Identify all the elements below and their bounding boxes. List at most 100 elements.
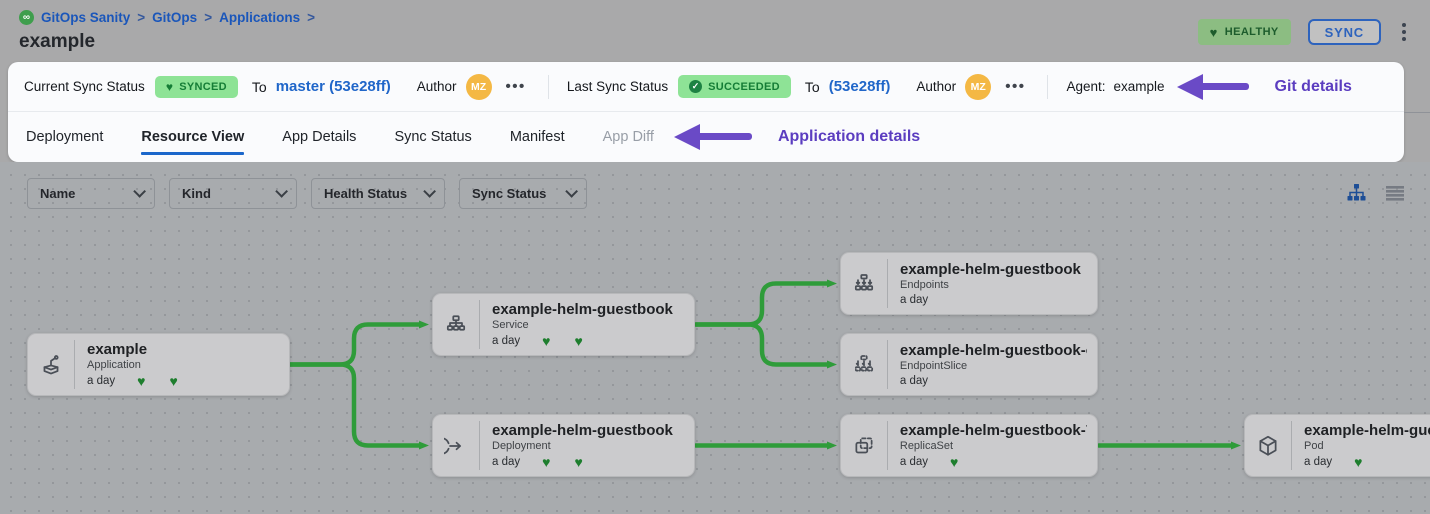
graph-node-deployment[interactable]: example-helm-guestbook Deployment a day …: [432, 414, 695, 477]
author-label: Author: [416, 79, 457, 94]
node-kind: Service: [492, 319, 529, 331]
node-title: example-helm-guestbook: [492, 422, 673, 439]
divider: [887, 340, 888, 389]
heart-icon: ♥: [1354, 454, 1363, 469]
node-kind: Pod: [1304, 440, 1324, 452]
divider: [1404, 112, 1430, 113]
breadcrumb-link-applications[interactable]: Applications: [219, 10, 301, 25]
chevron-down-icon: [133, 185, 146, 198]
agent-value: example: [1113, 79, 1165, 94]
divider: [479, 421, 480, 470]
graph-node-endpointslice[interactable]: example-helm-guestbook-ct... EndpointSli…: [840, 333, 1098, 396]
arrow-left-icon: [673, 123, 752, 150]
divider: [887, 421, 888, 470]
heart-icon: ♥: [542, 454, 551, 469]
page-title: example: [19, 31, 96, 52]
tab-app-details[interactable]: App Details: [282, 128, 357, 145]
service-icon: [433, 313, 479, 337]
node-age: a day: [87, 375, 116, 387]
endpointslice-icon: [841, 353, 887, 377]
node-kind: Deployment: [492, 440, 551, 452]
heart-icon: ♥: [574, 454, 583, 469]
health-badge-label: HEALTHY: [1224, 26, 1279, 38]
list-view-icon[interactable]: [1386, 185, 1404, 201]
graph-node-application[interactable]: example Application a day ♥ ♥: [27, 333, 290, 396]
heart-icon: ♥: [1209, 24, 1218, 40]
git-details-callout-text: Git details: [1274, 77, 1352, 95]
node-kind: EndpointSlice: [899, 360, 968, 372]
node-title: example-helm-guest: [1304, 422, 1430, 439]
breadcrumb-link-gitops-sanity[interactable]: GitOps Sanity: [41, 10, 131, 25]
author-avatar: MZ: [465, 73, 492, 100]
divider: [74, 340, 75, 389]
current-sync-status-label: Current Sync Status: [24, 79, 145, 94]
more-actions-icon[interactable]: •••: [505, 78, 526, 95]
application-icon: [28, 353, 74, 377]
divider: [479, 300, 480, 349]
to-label: To: [804, 78, 820, 95]
tab-deployment[interactable]: Deployment: [26, 128, 104, 145]
divider: [1047, 74, 1049, 99]
filter-sync-status-dropdown[interactable]: Sync Status: [459, 178, 587, 209]
health-status-badge: ♥ HEALTHY: [1197, 19, 1291, 45]
divider: [1291, 421, 1292, 470]
filter-kind-dropdown[interactable]: Kind: [169, 178, 297, 209]
breadcrumb-separator: >: [307, 10, 315, 25]
filter-health-status-dropdown[interactable]: Health Status: [311, 178, 445, 209]
filter-label: Kind: [182, 186, 211, 201]
breadcrumb-separator: >: [204, 10, 213, 25]
graph-node-endpoints[interactable]: example-helm-guestbook Endpoints a day: [840, 252, 1098, 315]
synced-badge: ♥ SYNCED: [154, 75, 238, 98]
endpoints-icon: [841, 272, 887, 296]
top-header: ∞ GitOps Sanity > GitOps > Applications …: [0, 0, 1430, 62]
gitops-logo-icon: ∞: [19, 10, 34, 25]
git-details-callout: Git details: [1176, 73, 1352, 100]
view-toggles: [1347, 184, 1404, 202]
graph-node-replicaset[interactable]: example-helm-guestbook-74... ReplicaSet …: [840, 414, 1098, 477]
tabs-bar: Deployment Resource View App Details Syn…: [8, 112, 1404, 161]
filter-label: Health Status: [324, 186, 408, 201]
node-kind: ReplicaSet: [899, 440, 954, 452]
author-label: Author: [916, 79, 957, 94]
graph-node-pod[interactable]: example-helm-guest Pod a day ♥: [1244, 414, 1430, 477]
breadcrumb-link-gitops[interactable]: GitOps: [152, 10, 198, 25]
filter-label: Name: [40, 186, 76, 201]
current-revision-link[interactable]: master (53e28ff): [275, 78, 391, 95]
node-title: example-helm-guestbook-74...: [899, 422, 1087, 439]
node-age: a day: [899, 456, 929, 468]
node-age: a day: [900, 294, 929, 306]
chevron-down-icon: [565, 185, 578, 198]
tab-sync-status[interactable]: Sync Status: [394, 128, 472, 145]
tab-app-diff[interactable]: App Diff: [602, 128, 654, 145]
sync-button[interactable]: SYNC: [1307, 19, 1381, 45]
heart-icon: ♥: [169, 373, 178, 388]
heart-icon: ♥: [542, 333, 551, 348]
chevron-down-icon: [423, 185, 436, 198]
more-actions-icon[interactable]: •••: [1005, 78, 1026, 95]
to-label: To: [251, 78, 267, 95]
node-age: a day: [492, 456, 521, 468]
app-details-panel: Current Sync Status ♥ SYNCED To master (…: [8, 62, 1404, 162]
deployment-icon: [433, 434, 479, 458]
tab-manifest[interactable]: Manifest: [509, 128, 565, 145]
heart-icon: ♥: [165, 79, 174, 94]
kebab-menu-icon[interactable]: [1398, 21, 1410, 43]
breadcrumb: ∞ GitOps Sanity > GitOps > Applications …: [19, 10, 315, 25]
arrow-left-icon: [1176, 73, 1249, 100]
graph-view-icon[interactable]: [1347, 184, 1366, 202]
tab-resource-view[interactable]: Resource View: [141, 112, 244, 161]
node-title: example: [87, 341, 148, 358]
divider: [547, 74, 549, 99]
chevron-down-icon: [275, 185, 288, 198]
heart-icon: ♥: [574, 333, 583, 348]
filter-bar: Name Kind Health Status Sync Status: [27, 178, 587, 209]
graph-node-service[interactable]: example-helm-guestbook Service a day ♥ ♥: [432, 293, 695, 356]
node-title: example-helm-guestbook-ct...: [899, 342, 1087, 359]
replicaset-icon: [841, 434, 887, 458]
application-details-callout-text: Application details: [777, 127, 921, 145]
header-actions: ♥ HEALTHY SYNC: [1197, 19, 1410, 45]
divider: [887, 259, 888, 308]
node-kind: Application: [87, 359, 141, 371]
filter-name-dropdown[interactable]: Name: [27, 178, 155, 209]
last-revision-link[interactable]: (53e28ff): [828, 78, 891, 95]
